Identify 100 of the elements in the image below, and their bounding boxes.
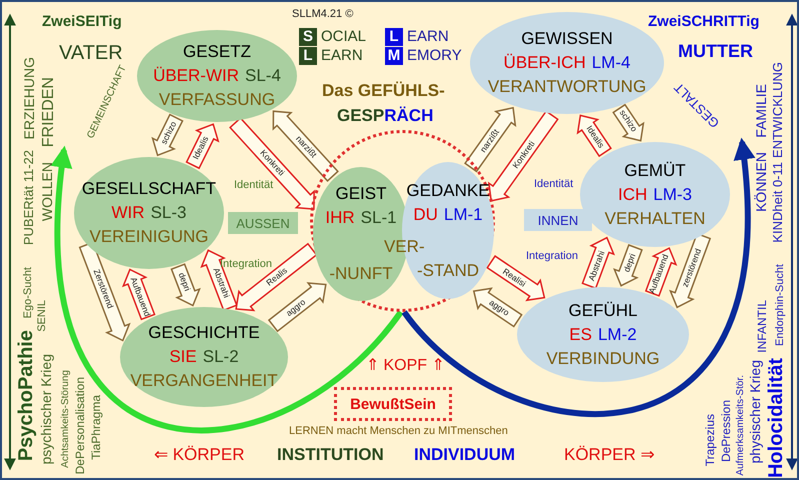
- block-arrow: [472, 287, 523, 328]
- node-subtitle: VEREINIGUNG: [89, 227, 209, 247]
- letter-badge: M: [385, 47, 403, 65]
- word-label: EARN: [321, 48, 363, 64]
- block-arrow: [644, 247, 678, 297]
- word-label: Integration: [526, 250, 578, 262]
- code-label: SL-3: [150, 203, 186, 223]
- node-title: GEWISSEN: [521, 29, 613, 49]
- box-label: INNEN: [538, 212, 578, 228]
- node-title: GEMÜT: [624, 160, 686, 180]
- block-arrow: [235, 242, 318, 312]
- box-label: AUSSEN: [236, 216, 290, 230]
- region-label: KÖRPER ⇒: [564, 446, 655, 465]
- node-title: GEDANKE: [406, 180, 490, 200]
- vertical-label: FRIEDEN: [40, 77, 58, 148]
- vertical-label: Endorphin-Sucht: [774, 264, 786, 346]
- node-subtitle: VERANTWORTUNG: [488, 77, 646, 97]
- pronoun-label: DU: [413, 204, 438, 224]
- node-title: GEIST: [335, 184, 386, 204]
- curved-arrow: [52, 146, 404, 434]
- side-title: ZweiSCHRITTig: [648, 14, 760, 30]
- word-label: EMORY: [407, 48, 462, 64]
- word-label: Identität: [534, 178, 574, 190]
- dotted-box: [334, 387, 452, 421]
- block-arrow: [582, 236, 616, 290]
- block-arrow: [613, 244, 643, 287]
- node-title: GESCHICHTE: [148, 323, 260, 343]
- edge-label: depri: [176, 272, 192, 293]
- block-arrow: [488, 110, 559, 202]
- region-label: INSTITUTION: [277, 446, 384, 465]
- vertical-label: Trapezius: [704, 414, 718, 466]
- vertical-label: ENTWICKLUNG: [771, 62, 786, 158]
- vertical-label: Ego-Sucht: [22, 267, 34, 318]
- vertical-label: Achtsamkeits-Störung: [60, 370, 71, 468]
- region-label: INDIVIDUUM: [414, 446, 516, 465]
- node-subtitle: VERBINDUNG: [546, 348, 660, 368]
- block-arrow: [486, 255, 546, 302]
- pronoun-label: WIR: [112, 203, 145, 223]
- node-subtitle: VERGANGENHEIT: [130, 371, 278, 391]
- heading-text: Das GEFÜHLS-: [322, 82, 445, 101]
- node-title: GEFÜHL: [568, 300, 638, 320]
- code-label: SL-2: [202, 347, 239, 367]
- vertical-label: FAMILIE: [754, 84, 770, 138]
- vertical-label: ERZIEHUNG: [22, 57, 38, 140]
- vertical-label: KÖNNEN: [754, 152, 770, 212]
- curved-arrow: [402, 138, 754, 417]
- pronoun-label: ICH: [618, 184, 648, 204]
- block-arrow: [576, 114, 612, 158]
- block-arrow: [268, 282, 327, 332]
- code-label: LM-4: [592, 53, 630, 73]
- vertical-label: KINDheit 0-11: [771, 162, 786, 243]
- word-label: Integration: [220, 258, 272, 270]
- code-label: LM-1: [444, 204, 483, 224]
- role-label: VATER: [59, 42, 123, 64]
- code-label: SL-4: [245, 66, 281, 86]
- label-box: [228, 212, 298, 234]
- vertical-label: PUBERtät 11-22: [22, 150, 36, 246]
- letter-badge: S: [299, 28, 317, 46]
- block-arrow: [122, 268, 156, 320]
- block-arrow: [186, 123, 220, 170]
- vertical-label: DePression: [720, 400, 734, 462]
- vertical-label: PsychoPathie: [15, 330, 37, 462]
- heading-text: RÄCH: [384, 107, 434, 126]
- vertical-label: SENIL: [36, 300, 48, 332]
- region-label: ⇑ KOPF ⇑: [366, 357, 444, 375]
- copyright-note: SLLM4.21 ©: [292, 8, 354, 20]
- word-label: Identität: [234, 179, 274, 192]
- pronoun-label: ÜBER-ICH: [504, 53, 586, 73]
- vertical-label: Aufmerksamkeits-Stör.: [735, 375, 746, 476]
- letter-badge: L: [385, 28, 403, 46]
- vertical-label: INFANTIL: [756, 300, 770, 353]
- code-label: SL-1: [360, 208, 397, 228]
- box-label: BewußtSein: [350, 396, 436, 412]
- vertical-label: physischer Krieg: [748, 360, 764, 464]
- vertical-label: Holocidalität: [765, 358, 787, 478]
- block-arrow: [612, 104, 644, 142]
- letter-badge: L: [299, 47, 317, 65]
- vertical-label: TiaPhragma: [90, 395, 104, 460]
- word-label: VER-: [384, 238, 425, 257]
- block-arrow: [151, 114, 184, 156]
- block-arrow: [229, 117, 315, 210]
- label-box: [524, 209, 592, 231]
- vertical-label: psychischer Krieg: [39, 354, 54, 464]
- edge-label: schizo: [159, 120, 178, 146]
- node-title: GESETZ: [182, 42, 251, 62]
- node-subtitle: -STAND: [416, 260, 479, 280]
- role-label: MUTTER: [678, 42, 753, 62]
- vertical-label: DePersonalisation: [74, 377, 88, 474]
- block-arrow: [272, 110, 339, 182]
- node-subtitle: -NUNFT: [329, 264, 393, 284]
- caption-text: LERNEN macht Menschen zu MITmenschen: [289, 425, 508, 438]
- word-label: EARN: [407, 29, 449, 46]
- edge-label: depri: [622, 252, 638, 274]
- node-title: GESELLSCHAFT: [82, 179, 216, 199]
- heading-text: GESP: [337, 107, 384, 126]
- pronoun-label: ES: [569, 324, 592, 344]
- side-title: ZweiSEITig: [42, 14, 122, 30]
- word-label: OCIAL: [321, 29, 366, 46]
- code-label: LM-2: [598, 324, 637, 344]
- code-label: LM-3: [653, 184, 692, 204]
